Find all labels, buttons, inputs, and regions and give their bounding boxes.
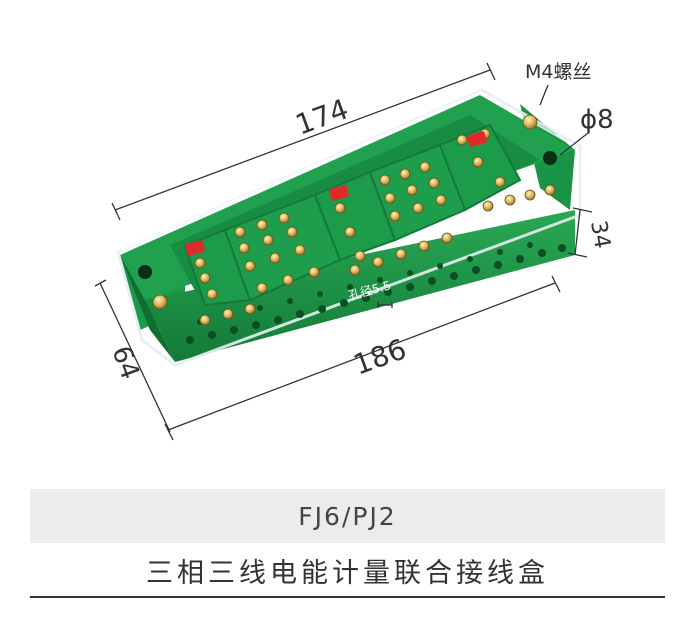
dimension-lines — [94, 62, 593, 441]
dim-hole-diameter: ϕ8 — [580, 105, 614, 135]
product-title: 三相三线电能计量联合接线盒 — [146, 557, 549, 589]
product-photo: 174 186 64 34 M4螺丝 ϕ8 孔径5.5 — [94, 61, 615, 441]
front-holes — [186, 242, 566, 344]
dim-screw: M4螺丝 — [525, 61, 591, 83]
mounting-holes — [138, 151, 557, 279]
dim-height: 34 — [585, 219, 614, 251]
dim-depth: 64 — [105, 342, 145, 383]
bottom-divider — [30, 596, 665, 598]
model-number: FJ6/PJ2 — [298, 501, 397, 531]
junction-box — [116, 88, 582, 367]
dim-bottom-length: 186 — [349, 332, 411, 381]
dim-top-length: 174 — [291, 92, 353, 141]
red-links — [185, 131, 487, 256]
model-band: FJ6/PJ2 — [30, 489, 665, 543]
terminal-screws — [152, 114, 556, 326]
